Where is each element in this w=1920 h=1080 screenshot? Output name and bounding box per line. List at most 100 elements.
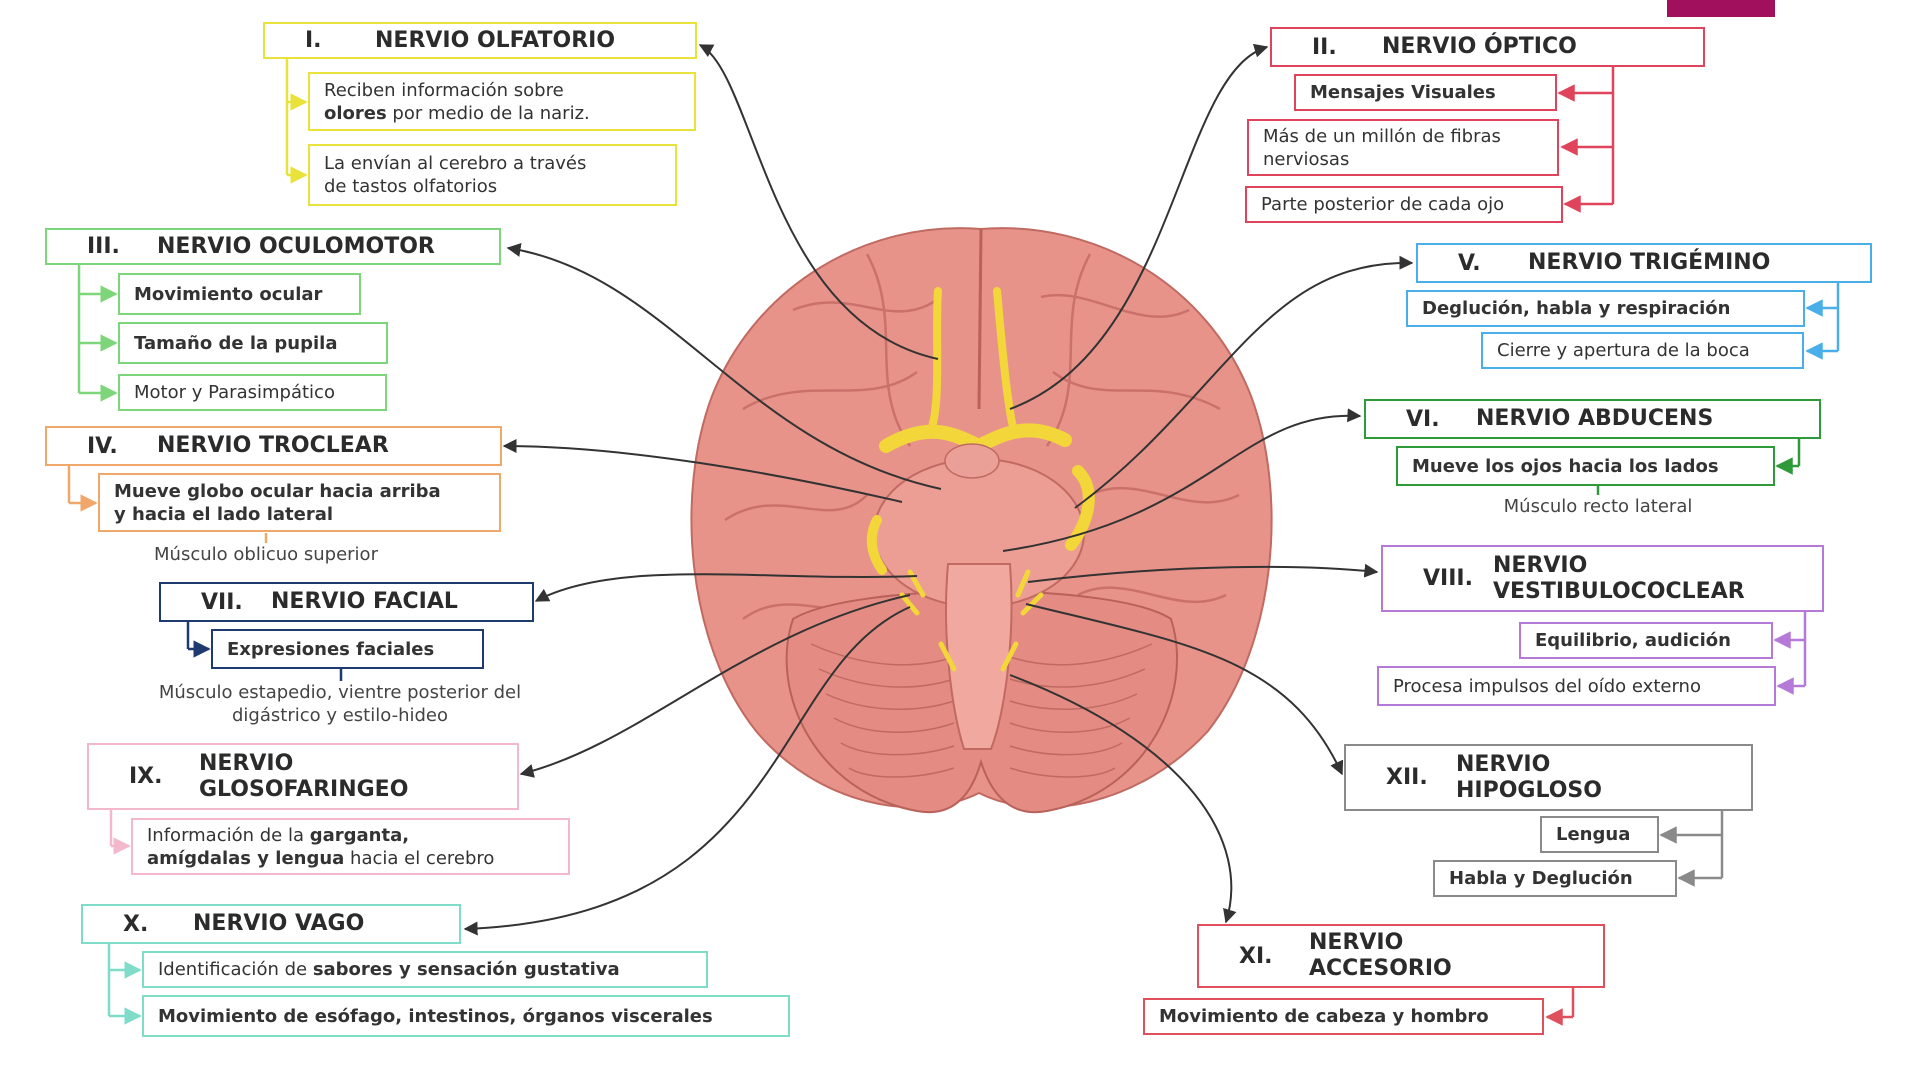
n6-item: Mueve los ojos hacia los lados xyxy=(1396,446,1775,486)
text-run: Mueve globo ocular hacia arriba xyxy=(114,480,441,502)
item-text: Tamaño de la pupila xyxy=(134,332,337,355)
nerve-title: NERVIO OCULOMOTOR xyxy=(157,233,435,259)
olfactory-tract xyxy=(928,287,942,431)
n5-header: V. NERVIO TRIGÉMINO xyxy=(1416,243,1872,283)
item-text: La envían al cerebro a través de tastos … xyxy=(324,152,586,198)
item-text: Mueve los ojos hacia los lados xyxy=(1412,455,1719,478)
n3-item: Movimiento ocular xyxy=(118,273,361,315)
brain-gyrus xyxy=(1089,486,1240,504)
brain-gyrus xyxy=(1052,371,1221,411)
nerve-title: NERVIO ABDUCENS xyxy=(1476,406,1714,431)
item-text: Lengua xyxy=(1556,823,1630,846)
trigeminal-root xyxy=(866,515,887,575)
item-text: Parte posterior de cada ojo xyxy=(1261,193,1504,216)
n3-header: III.NERVIO OCULOMOTOR xyxy=(45,228,501,265)
nerve-title: NERVIO GLOSOFARINGEO xyxy=(199,750,409,802)
n7-note: Músculo estapedio, vientre posterior del… xyxy=(158,682,522,726)
nerve-title: NERVIO HIPOGLOSO xyxy=(1456,751,1602,803)
nerve-root xyxy=(1015,569,1031,598)
arrow-n6 xyxy=(1002,408,1362,552)
n12-item: Lengua xyxy=(1540,816,1659,853)
arrow-n5 xyxy=(1074,255,1414,509)
n10-item: Movimiento de esófago, intestinos, órgan… xyxy=(142,995,790,1037)
arrow-n2 xyxy=(1009,43,1269,410)
nerve-root xyxy=(899,592,920,616)
text-run: olores xyxy=(324,102,387,124)
nerve-title: NERVIO OLFATORIO xyxy=(375,27,616,53)
n2-item: Mensajes Visuales xyxy=(1294,74,1557,111)
n9-item: Información de la garganta,amígdalas y l… xyxy=(131,818,570,875)
arrow-n10 xyxy=(463,606,911,936)
corner-tab xyxy=(1667,0,1775,17)
n2-item: Parte posterior de cada ojo xyxy=(1245,186,1563,223)
nerve-number: XI. xyxy=(1239,943,1273,969)
nerve-title: NERVIO ÓPTICO xyxy=(1382,34,1577,59)
cerebellum-fold xyxy=(1009,668,1146,688)
n10-item: Identificación de sabores y sensación gu… xyxy=(142,951,708,988)
item-text: Identificación de sabores y sensación gu… xyxy=(158,958,620,981)
cerebellum-fold xyxy=(1009,767,1116,778)
text-run: Motor y Parasimpático xyxy=(134,382,335,403)
n7-item: Expresiones faciales xyxy=(211,629,484,669)
cerebellum-fold xyxy=(1009,742,1123,756)
nerve-title: NERVIO TROCLEAR xyxy=(157,433,389,458)
text-run: Movimiento de esófago, intestinos, órgan… xyxy=(158,1005,713,1027)
text-run: Más de un millón de fibras xyxy=(1263,125,1501,147)
nerve-number: X. xyxy=(123,911,149,937)
nerve-number: II. xyxy=(1312,34,1337,60)
nerve-number: VI. xyxy=(1406,406,1440,432)
n2-item: Más de un millón de fibras nerviosas xyxy=(1247,119,1559,176)
n11-item: Movimiento de cabeza y hombro xyxy=(1143,998,1544,1035)
nerve-number: IV. xyxy=(87,433,118,459)
nerve-root xyxy=(1000,641,1019,672)
arrow-n9 xyxy=(519,594,911,778)
cerebellum-fold xyxy=(825,693,955,710)
arrow-n1 xyxy=(698,44,939,360)
text-run: Expresiones faciales xyxy=(227,638,435,660)
brain-gyrus xyxy=(1040,293,1190,318)
nerve-title: NERVIO VAGO xyxy=(193,911,365,936)
n12-item: Habla y Deglución xyxy=(1433,860,1677,897)
nerve-number: IX. xyxy=(129,764,163,789)
item-text: Movimiento ocular xyxy=(134,283,322,306)
cerebellum-fold xyxy=(1009,693,1138,710)
item-text: Movimiento de cabeza y hombro xyxy=(1159,1005,1489,1028)
text-run: Movimiento de cabeza y hombro xyxy=(1159,1006,1489,1027)
cerebellum-fold xyxy=(840,742,955,756)
nerve-number: V. xyxy=(1458,250,1481,276)
nerve-title: NERVIO ACCESORIO xyxy=(1309,930,1452,981)
nerve-title: NERVIO TRIGÉMINO xyxy=(1528,250,1771,275)
pituitary xyxy=(944,443,1000,479)
text-run: nerviosas xyxy=(1263,148,1350,170)
n4-note: Músculo oblicuo superior xyxy=(154,544,378,565)
item-text: Movimiento de esófago, intestinos, órgan… xyxy=(158,1005,713,1028)
nerve-number: VII. xyxy=(201,589,243,615)
n5-item: Deglución, habla y respiración xyxy=(1406,290,1805,327)
item-text: Información de la garganta,amígdalas y l… xyxy=(147,824,494,870)
nerve-number: VIII. xyxy=(1423,566,1473,591)
n6-note: Músculo recto lateral xyxy=(1503,496,1693,517)
text-run: garganta, xyxy=(309,824,410,846)
brain-gyrus xyxy=(792,296,942,313)
item-text: Cierre y apertura de la boca xyxy=(1497,339,1750,362)
text-run: Información de la xyxy=(147,824,310,846)
cerebellum-fold xyxy=(1009,717,1131,733)
n3-item: Tamaño de la pupila xyxy=(118,322,388,364)
item-text: Equilibrio, audición xyxy=(1535,629,1731,652)
text-run: amígdalas y lengua xyxy=(147,847,345,869)
brain-fissure xyxy=(977,228,983,410)
text-run: Parte posterior de cada ojo xyxy=(1261,194,1505,215)
item-text: Más de un millón de fibras nerviosas xyxy=(1263,125,1501,171)
text-run: Lengua xyxy=(1556,824,1631,845)
text-run: Identificación de xyxy=(158,959,313,980)
text-run: Movimiento ocular xyxy=(134,283,323,305)
n12-header: XII.NERVIO HIPOGLOSO xyxy=(1344,744,1753,811)
text-run: sabores y sensación gustativa xyxy=(312,959,620,980)
text-run: Habla y Deglución xyxy=(1449,868,1633,889)
n11-header: XI. NERVIO ACCESORIO xyxy=(1197,924,1605,988)
n5-item: Cierre y apertura de la boca xyxy=(1481,332,1804,369)
n1-item: Reciben información sobre olores por med… xyxy=(308,72,696,131)
olfactory-tract xyxy=(993,287,1017,431)
